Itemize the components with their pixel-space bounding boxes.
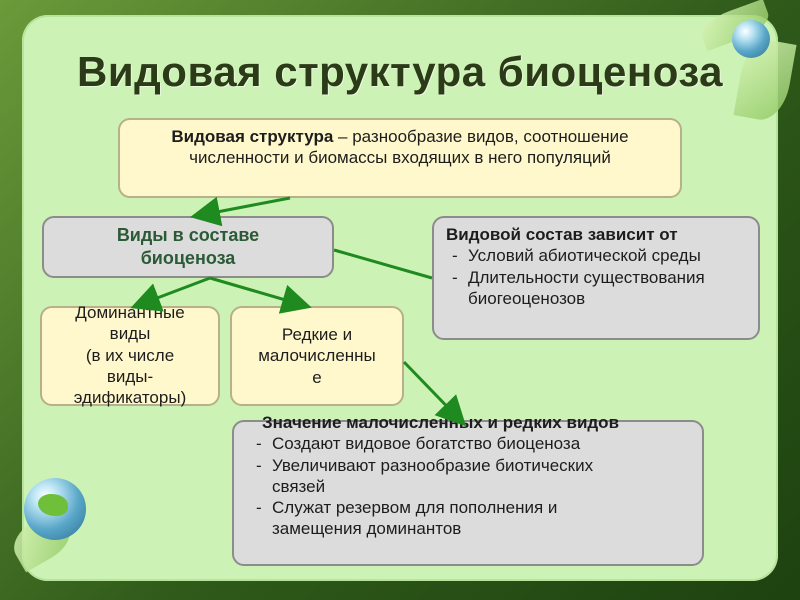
species-line-2: биоценоза: [140, 247, 236, 268]
rare-box: Редкие и малочисленны е: [230, 306, 404, 406]
dominant-line: виды-: [106, 366, 154, 386]
dependency-item: Длительности существования биогеоценозов: [446, 267, 746, 310]
rare-line: Редкие и: [281, 325, 353, 344]
definition-box: Видовая структура – разнообразие видов, …: [118, 118, 682, 198]
arrow-species-to-dependency: [333, 248, 433, 280]
significance-item: Служат резервом для пополнения и замещен…: [250, 497, 688, 540]
significance-box: Значение малочисленных и редких видов Со…: [232, 413, 704, 566]
arrow-species-to-rare: [209, 276, 312, 314]
rare-line: е: [312, 367, 322, 387]
dependency-heading: Видовой состав зависит от: [446, 225, 678, 244]
globe-icon: [24, 478, 86, 540]
significance-item: Увеличивают разнообразие биотических свя…: [250, 455, 688, 498]
arrow-species-to-dominant: [130, 276, 211, 312]
dominant-line: эдификаторы): [73, 388, 187, 407]
dependency-item: Условий абиотической среды: [446, 245, 746, 267]
rare-line: малочисленны: [258, 346, 376, 366]
significance-list: Создают видовое богатство биоценоза Увел…: [250, 433, 688, 539]
page-title: Видовая структура биоценоза: [76, 48, 724, 95]
dominant-line: виды: [109, 324, 151, 344]
significance-item: Создают видовое богатство биоценоза: [250, 433, 688, 455]
globe-land: [38, 494, 68, 516]
dependency-list: Условий абиотической среды Длительности …: [446, 245, 746, 309]
definition-term: Видовая структура: [171, 127, 334, 146]
arrow-definition-to-species: [190, 196, 291, 227]
dependency-box: Видовой состав зависит от Условий абиоти…: [432, 216, 760, 340]
species-line-1: Виды в составе: [116, 225, 260, 245]
arrow-rare-to-significance: [402, 360, 467, 427]
definition-text: – разнообразие видов, соотношение числен…: [189, 127, 629, 168]
dominant-line: (в их числе: [85, 345, 175, 365]
species-box: Виды в составе биоценоза: [42, 216, 334, 278]
globe-icon: [732, 20, 770, 58]
